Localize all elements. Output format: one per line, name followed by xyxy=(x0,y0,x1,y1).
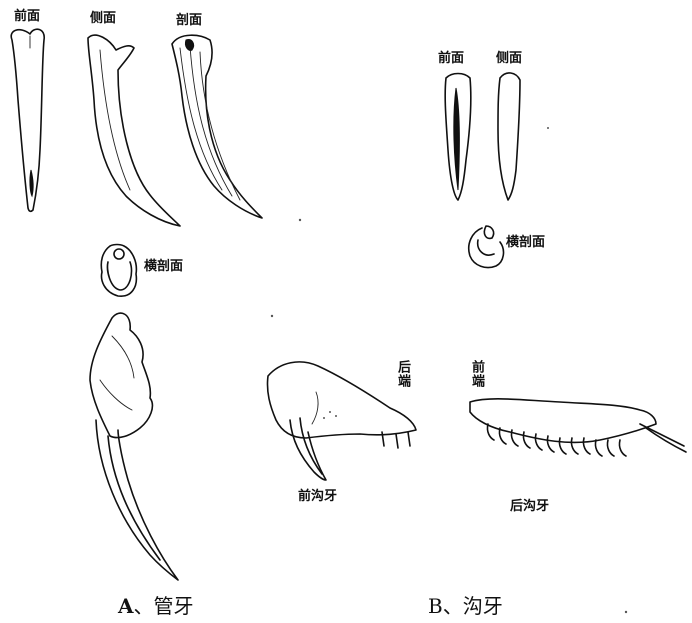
rear-groove-fang-jaw xyxy=(470,399,686,456)
print-speck xyxy=(625,611,627,613)
groove-fang-front-view xyxy=(445,74,471,201)
tube-fang-front-view xyxy=(11,29,44,211)
rear-end-label: 后端 xyxy=(396,360,409,388)
tube-fang-cross-section xyxy=(101,245,136,297)
print-speck xyxy=(271,315,273,317)
caption-a: A、管牙 xyxy=(118,596,194,616)
groove-cross-section-label: 横剖面 xyxy=(506,236,545,249)
tube-cross-section-label: 横剖面 xyxy=(144,260,183,273)
print-speck xyxy=(299,219,301,221)
print-speck xyxy=(547,127,549,129)
caption-b: B、沟牙 xyxy=(428,596,503,616)
tube-fang-section-view xyxy=(172,35,262,218)
caption-a-text: 、管牙 xyxy=(134,594,194,618)
front-groove-label: 前沟牙 xyxy=(298,490,337,503)
groove-fang-cross-section xyxy=(469,226,504,268)
caption-b-text: 、沟牙 xyxy=(443,594,503,618)
tube-fang-side-view xyxy=(88,35,180,226)
front-end-label: 前端 xyxy=(470,360,483,388)
tube-front-label: 前面 xyxy=(14,10,40,23)
tube-side-label: 侧面 xyxy=(90,12,116,25)
groove-front-label: 前面 xyxy=(438,52,464,65)
front-groove-fang-jaw xyxy=(267,362,416,480)
groove-side-label: 侧面 xyxy=(496,52,522,65)
tube-fang-with-bone xyxy=(90,313,178,580)
groove-fang-side-view xyxy=(498,73,520,200)
tube-section-label: 剖面 xyxy=(176,14,202,27)
caption-a-letter: A xyxy=(118,594,134,618)
caption-b-letter: B xyxy=(428,594,443,618)
rear-groove-label: 后沟牙 xyxy=(510,500,549,513)
